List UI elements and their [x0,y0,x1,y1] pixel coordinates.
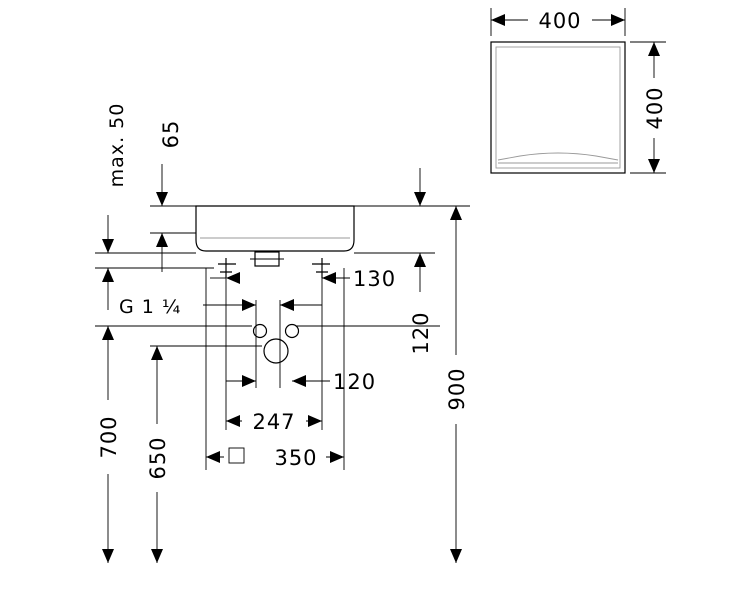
dim-350-label: 350 [274,446,317,470]
depth-arrow-top [648,42,660,56]
max-50-label: max. 50 [106,103,128,188]
top-width-label: 400 [538,9,581,33]
dim-130-label: 130 [353,267,396,291]
side-view: max. 50 65 130 G 1 ¼ 120 [95,103,470,563]
dim-130-arrow-right [322,272,336,284]
connection-circle-right [284,323,300,339]
dim-120h-arrow-left [242,375,256,387]
max-50-arrow-down [102,239,114,253]
dim-130-arrow-left [226,272,240,284]
dim-247-arrow-left [226,415,240,427]
dim-650-arrow-top [151,346,163,360]
thread-arrow-left [242,299,256,311]
dim-900-arrow-top [450,206,462,220]
basin-bowl-front-edge [497,152,619,161]
thread-size-label: G 1 ¼ [119,296,181,318]
top-view: 400 400 [490,8,667,174]
dim-350-arrow-left [206,451,220,463]
dim-120v-arrow-top [414,253,426,267]
dim-700-arrow-bottom [102,549,114,563]
offset-65-arrow-up [156,233,168,247]
dim-120-horizontal-label: 120 [333,370,376,394]
valve-right [312,258,330,278]
valve-left [218,258,236,278]
basin-outline-inner [495,46,621,169]
dim-350-arrow-right [330,451,344,463]
offset-65-arrow-down [156,192,168,206]
dim-120h-arrow-right [292,375,306,387]
thread-arrow-right [280,299,294,311]
right-top-arrow [414,192,426,206]
dim-650-arrow-bottom [151,549,163,563]
dim-700-arrow-top [102,326,114,340]
top-depth-label: 400 [643,86,667,129]
basin-outline-outer [490,41,626,174]
width-arrow-right [611,14,625,26]
dim-247-label-bg [242,408,306,432]
dim-247-arrow-right [308,415,322,427]
dim-650-label: 650 [146,436,170,479]
dim-700-label: 700 [97,415,121,458]
drain-outlet-circle [263,338,289,364]
offset-65-label: 65 [159,120,183,149]
connection-circle-left [252,323,268,339]
dim-247-label: 247 [252,410,295,434]
dim-900-label: 900 [445,367,469,410]
dim-120-vertical-label: 120 [409,311,433,354]
max-50-arrow-up [102,268,114,282]
depth-arrow-bottom [648,159,660,173]
square-symbol-icon [228,447,245,464]
basin-body [195,205,355,252]
width-arrow-left [491,14,505,26]
dim-900-arrow-bottom [450,549,462,563]
